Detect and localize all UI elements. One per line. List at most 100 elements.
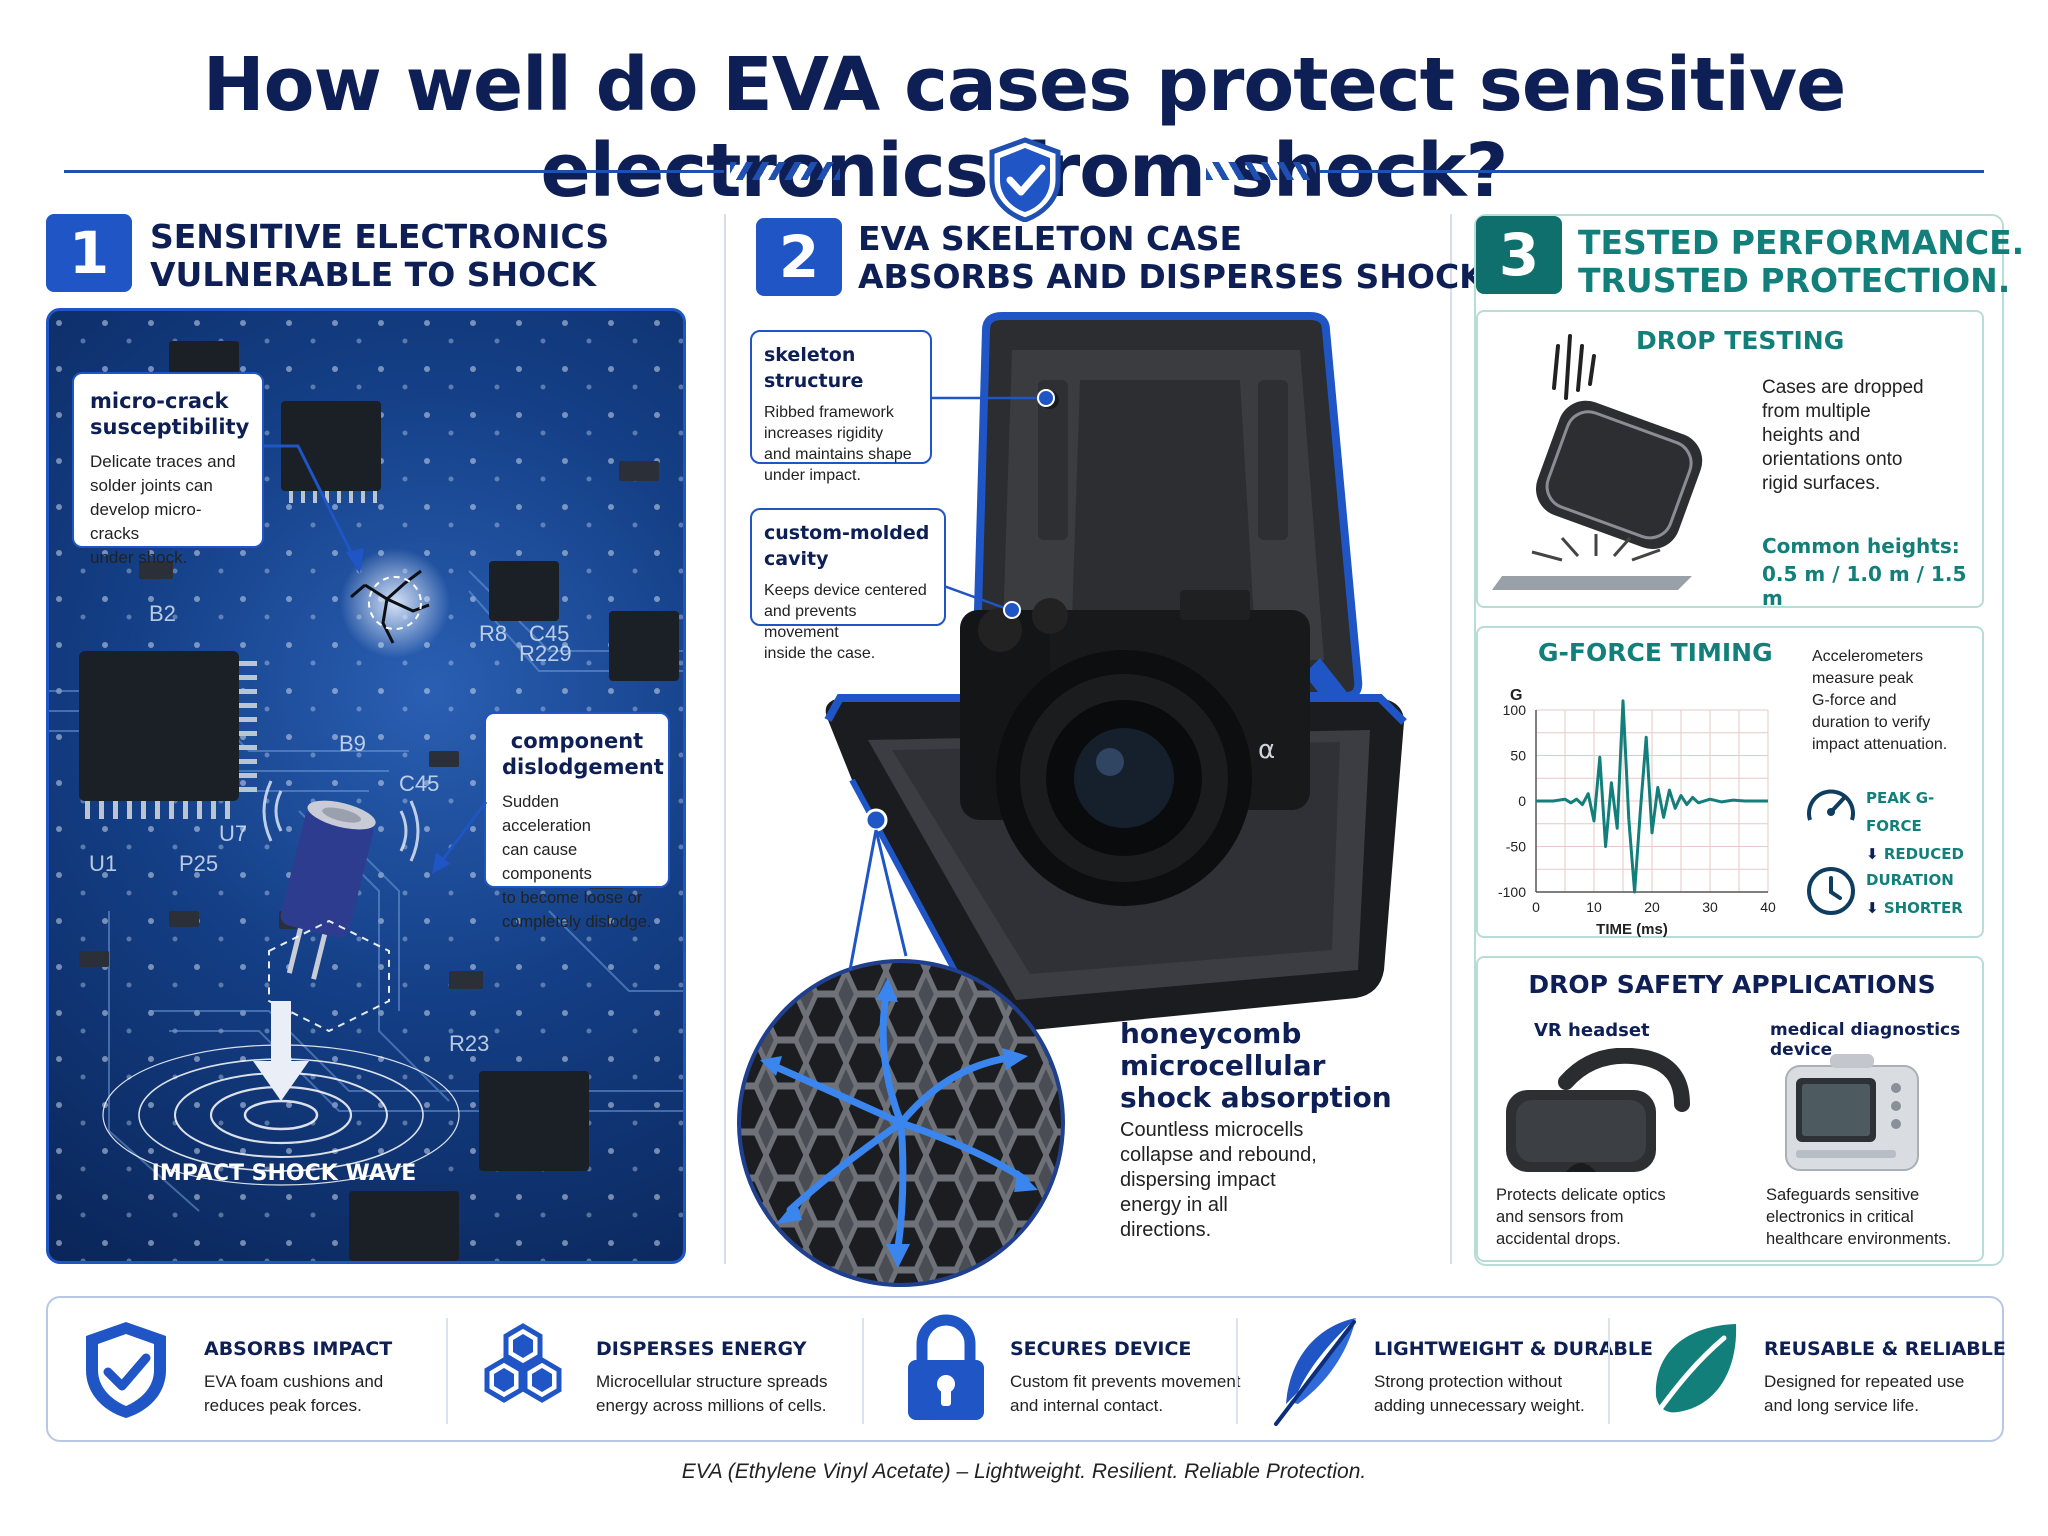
section3-frame [1474,214,2004,1266]
capacitor [280,800,376,980]
down-arrow-icon [253,1001,309,1101]
feather-icon [1274,1318,1356,1426]
dropping-case-icon [1492,334,1703,590]
header-divider-left [64,170,724,173]
feature-title: LIGHTWEIGHT & DURABLE [1374,1338,1653,1360]
gforce-title: G-FORCE TIMING [1538,638,1773,667]
callout-pointer-cavity [944,584,1021,619]
drop-testing-title: DROP TESTING [1636,326,1845,355]
feature-title: SECURES DEVICE [1010,1338,1192,1360]
section1-number: 1 [46,214,132,292]
pcb-label: C45 [399,771,439,796]
drop-heights-value: 0.5 m / 1.0 m / 1.5 m [1762,562,1967,610]
shield-check-icon [86,1322,166,1418]
padlock-icon [908,1314,984,1420]
applications-title: DROP SAFETY APPLICATIONS [1528,970,1936,999]
chart-series-line [1536,699,1768,894]
arrow-down-icon: ⬇ [1866,899,1879,917]
magnifier-pointer [848,808,908,971]
feature-lightweight: LIGHTWEIGHT & DURABLE Strong protection … [1248,1298,1653,1444]
pcb-label: R8 [479,621,507,646]
section1-title: SENSITIVE ELECTRONICS VULNERABLE TO SHOC… [150,217,610,294]
clock-icon [1807,867,1855,915]
feature-reusable: REUSABLE & RELIABLE Designed for repeate… [1620,1298,2006,1444]
feature-title: ABSORBS IMPACT [204,1338,393,1360]
medical-device-icon [1785,1054,1919,1171]
section2-number: 2 [756,218,842,296]
pcb-label: P25 [179,851,218,876]
callout-custom-cavity: custom-molded cavity Keeps device center… [750,508,946,662]
chart-y-tick-label: -100 [1498,884,1526,900]
section3-number: 3 [1476,216,1562,294]
drop-heights-label: Common heights: [1762,534,1960,558]
chip-top [281,401,381,503]
callout-pointer-skeleton [930,389,1055,407]
chart-y-tick-label: 0 [1518,793,1526,809]
gauge-icon [1807,789,1855,821]
footer-tagline: EVA (Ethylene Vinyl Acetate) – Lightweig… [681,1460,1367,1483]
pcb-label: U7 [219,821,247,846]
feature-title: DISPERSES ENERGY [596,1338,807,1360]
vr-headset-icon [1506,1048,1690,1172]
pcb-label: B9 [339,731,366,756]
feature-title: REUSABLE & RELIABLE [1764,1338,2006,1360]
pcb-label: B2 [149,601,176,626]
callout-pointer-component [432,801,488,874]
chart-y-tick-label: 100 [1503,702,1527,718]
feature-divider [862,1318,864,1424]
micro-crack [340,548,450,658]
header-hatch-right [1206,162,1316,180]
pcb-label: U1 [89,851,117,876]
pcb-label: R229 [519,641,572,666]
chart-x-tick-label: 0 [1532,899,1540,915]
chart-y-axis-label: G [1510,687,1522,704]
peak-gforce-reduced: PEAK G-FORCE ⬇ REDUCED [1866,789,1964,863]
hexagon-cluster-icon [484,1323,562,1403]
applications-panel: DROP SAFETY APPLICATIONS VR headset Prot… [1476,956,1984,1262]
chart-x-tick-label: 30 [1702,899,1718,915]
header-hatch-left [730,162,840,180]
feature-disperses-energy: DISPERSES ENERGY Microcellular structure… [458,1298,898,1444]
duration-shorter: DURATION ⬇ SHORTER [1866,871,1963,917]
chart-x-axis-label: TIME (ms) [1596,921,1668,938]
camera-brand-mark: α [1258,735,1275,765]
chart-x-tick-label: 10 [1586,899,1602,915]
eva-case-image: α [780,310,1460,1090]
column-divider-2 [1450,214,1452,1264]
callout-pointer-crack [262,444,364,574]
header-divider-right [1320,170,1984,173]
pcb-label: R23 [449,1031,489,1056]
shield-check-icon [989,137,1061,222]
chart-x-tick-label: 20 [1644,899,1660,915]
feature-secures-device: SECURES DEVICE Custom fit prevents movem… [874,1298,1254,1444]
column-divider-1 [724,214,726,1264]
honeycomb-magnifier [737,959,1065,1287]
feature-divider [1608,1318,1610,1424]
honeycomb-title: honeycomb microcellular shock absorption [1120,1017,1392,1114]
vr-headset-title: VR headset [1534,1020,1650,1041]
impact-shock-wave-label: IMPACT SHOCK WAVE [151,1161,417,1186]
chip-large-left [79,651,257,819]
leaf-icon [1649,1324,1737,1423]
camera [960,590,1310,906]
chart-y-tick-label: -50 [1506,839,1526,855]
chart-x-tick-label: 40 [1760,899,1776,915]
feature-divider [446,1318,448,1424]
section3-title: TESTED PERFORMANCE. TRUSTED PROTECTION. [1578,223,2025,300]
